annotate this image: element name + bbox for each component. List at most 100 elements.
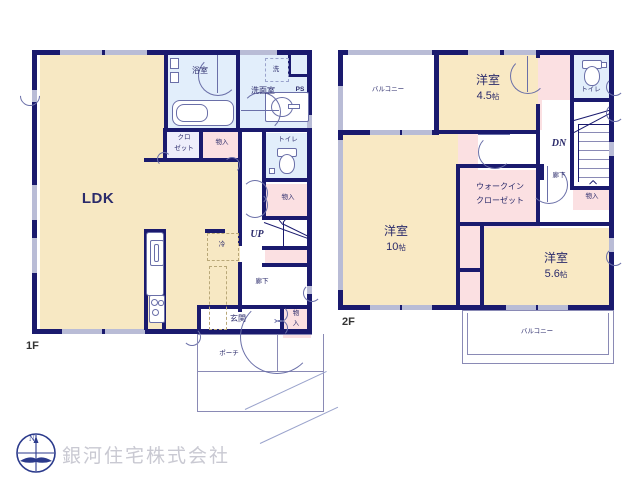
window-2f-bottom-4 [538, 305, 568, 310]
wall-bath-left [164, 50, 168, 132]
window-2f-bottom-3 [506, 305, 536, 310]
door-arc-corridor-east[interactable] [303, 284, 321, 302]
door-arc-bedroom45[interactable] [510, 58, 546, 94]
door-line-bedroom10 [478, 134, 510, 136]
door-arc-bedroom56-east[interactable] [606, 248, 624, 266]
wall-closet-right [238, 128, 242, 162]
porch-outline-bottom [197, 411, 324, 412]
window-2f-right-2 [609, 238, 614, 252]
wall-corridor-left [238, 162, 242, 246]
wall-wic-bottom [456, 222, 486, 226]
door-arc-closet[interactable] [157, 152, 171, 166]
door-arc-bedroom56[interactable] [530, 166, 568, 204]
door-arc-bedroom10[interactable] [478, 135, 512, 169]
bath-shower-panel [170, 58, 179, 69]
stair-tread-2 [579, 141, 609, 142]
window-2f-top-2 [468, 50, 500, 55]
wall-toilet-bottom [262, 178, 312, 182]
room-wic-fill-2 [458, 134, 478, 174]
window-2f-left-2 [338, 140, 343, 290]
porch-step-line [197, 371, 324, 372]
toilet-bowl [279, 154, 295, 174]
stair-tread-5 [579, 168, 609, 169]
door-arc-front-entrance[interactable] [240, 300, 314, 374]
door-arc-corridor-east-2f[interactable] [606, 104, 624, 122]
door-arc-storage-hall[interactable] [242, 180, 268, 206]
toilet-2f-paper-holder [601, 62, 607, 68]
window-top-2 [105, 50, 147, 55]
bathtub-inner [176, 104, 208, 122]
door-arc-storage-hall-2[interactable] [242, 192, 268, 218]
balcony-south-inner-right [608, 313, 609, 355]
wall-entrance-left [197, 305, 201, 334]
floor-tag-1f: 1F [26, 340, 39, 352]
balcony-south-outline-left [462, 310, 463, 364]
wall-washroom-bottom [236, 128, 312, 132]
wall-bath-bottom [164, 128, 242, 132]
wall-closet-left [163, 128, 167, 162]
balcony-south-inner-left [467, 313, 468, 355]
stair-tread-3 [579, 150, 609, 151]
toilet-2f-bowl [584, 66, 600, 86]
compass-north-letter: N [29, 434, 35, 443]
stair-tread-4 [579, 159, 609, 160]
window-2f-top-1 [348, 50, 432, 55]
wall-balcony-right [434, 50, 439, 135]
porch-outline-left [197, 334, 198, 412]
floor-plan-2f: バルコニー 洋室 4.5帖 洋室 10帖 洋室 5.6帖 ウォークイン クローゼ… [330, 0, 640, 420]
wall-toilet-2f-bottom [570, 98, 614, 102]
wall-bedroom45-right [536, 50, 540, 58]
wall-ps-left [288, 50, 291, 74]
door-arc-storage-ldk[interactable] [224, 157, 240, 173]
window-2f-bottom-1 [370, 305, 400, 310]
wall-wic-left [456, 164, 460, 306]
stair-rail-2f [578, 124, 580, 182]
room-closet-fill [166, 128, 202, 160]
porch-diagonal-path [244, 371, 327, 410]
stair-tread-6 [579, 177, 609, 178]
room-storage-stair-fill [265, 250, 311, 266]
balcony-south-inner-bottom [467, 354, 609, 355]
room-bedroom10-fill [342, 134, 458, 306]
wall-washroom-left [236, 50, 240, 132]
door-line-bedroom45 [527, 56, 529, 92]
window-2f-right-1 [609, 142, 614, 156]
wall-exterior-right [307, 50, 312, 334]
window-left-2 [32, 185, 37, 220]
fridge-space-outline [207, 233, 239, 261]
wall-fridge-partition [205, 229, 225, 233]
door-line-bedroom56 [547, 166, 549, 202]
window-2f-balcony-sill-2 [402, 130, 432, 135]
window-2f-left-1 [338, 86, 343, 130]
door-arc-washroom[interactable] [241, 92, 281, 132]
wall-bedroom56-top [480, 222, 614, 226]
wall-stair-left [570, 102, 574, 190]
footer: N 銀河住宅株式会社 [0, 425, 640, 480]
room-storage-2f-fill [573, 188, 611, 210]
wall-2f-right [609, 50, 614, 310]
window-2f-balcony-sill [370, 130, 400, 135]
balcony-south-outline-right [613, 310, 614, 364]
wall-wic-step [456, 268, 482, 272]
stove-burner-2 [158, 300, 164, 306]
window-left-3 [32, 238, 37, 273]
door-arc-ldk-south[interactable] [183, 328, 201, 346]
wall-closet-bottom [144, 158, 242, 162]
label-balcony-south: バルコニー [520, 328, 554, 335]
bath-shower-panel-2 [170, 72, 179, 83]
door-line-bath [217, 55, 219, 93]
door-arc-bath[interactable] [198, 56, 238, 96]
wall-2f-bottom [338, 305, 614, 310]
window-right-1 [307, 115, 312, 131]
company-name: 銀河住宅株式会社 [62, 445, 231, 467]
kitchen-faucet [154, 244, 159, 262]
washer-space-outline [265, 58, 289, 82]
wall-bedroom45-bottom [438, 130, 540, 134]
window-left-1 [32, 90, 37, 102]
door-arc-toilet-2f[interactable] [606, 78, 624, 96]
toilet-paper-holder [269, 168, 275, 174]
pantry-space-outline [209, 266, 227, 330]
wall-exterior-bottom [32, 329, 312, 334]
balcony-south-outline-top [462, 310, 614, 311]
stove-burner-3 [152, 309, 159, 316]
